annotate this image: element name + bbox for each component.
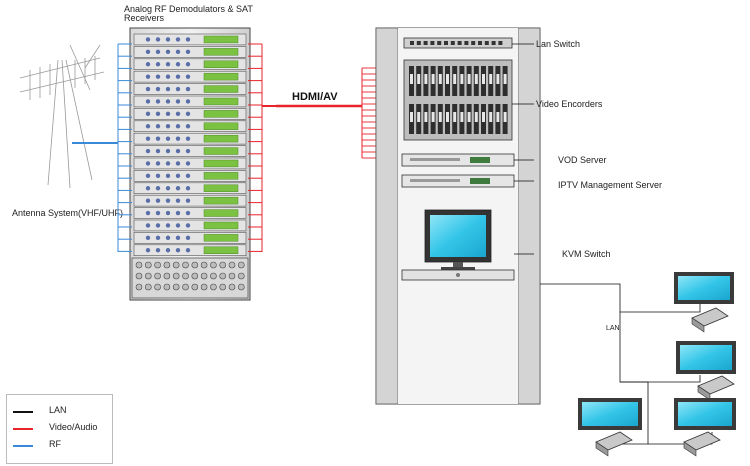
- video-output-lines: [248, 43, 276, 252]
- demodulator-module: [133, 219, 247, 232]
- lan-switch[interactable]: [403, 37, 513, 49]
- demodulator-module: [133, 83, 247, 95]
- demodulator-module: [133, 145, 247, 157]
- demodulator-modules: [133, 33, 247, 257]
- tv-icon[interactable]: [676, 341, 736, 374]
- demodulator-module: [133, 232, 247, 244]
- demodulator-module: [133, 244, 247, 257]
- legend-swatch-lan: [13, 411, 33, 413]
- set-top-box-icon[interactable]: [691, 307, 729, 333]
- demod-title-line1: Analog RF Demodulators & SAT: [124, 4, 253, 14]
- lan-switch-label: Lan Switch: [536, 39, 580, 49]
- demodulator-module: [133, 157, 247, 170]
- video-encoders[interactable]: [403, 59, 513, 141]
- demodulator-module: [133, 132, 247, 145]
- demodulator-module: [133, 170, 247, 182]
- legend-swatch-video: [13, 428, 33, 430]
- encoder-input-fan: [361, 67, 376, 159]
- demodulator-module: [133, 70, 247, 83]
- legend-label: LAN: [49, 405, 67, 415]
- video-encoders-label: Video Encorders: [536, 99, 603, 109]
- demodulator-module: [133, 207, 247, 219]
- demodulator-module: [133, 194, 247, 207]
- hdmi-av-label: HDMI/AV: [292, 91, 338, 103]
- demodulator-module: [133, 33, 247, 46]
- rack-base-connectors: [135, 261, 245, 291]
- legend-swatch-rf: [13, 445, 33, 447]
- kvm-switch-label: KVM Switch: [562, 249, 611, 259]
- tv-icon[interactable]: [674, 272, 734, 304]
- kvm-switch[interactable]: [401, 269, 515, 281]
- set-top-box-icon[interactable]: [683, 431, 721, 457]
- demodulator-module: [133, 120, 247, 133]
- tv-icon[interactable]: [674, 398, 736, 430]
- legend-label: RF: [49, 439, 61, 449]
- legend: LAN Video/Audio RF: [6, 394, 113, 464]
- vod-server[interactable]: [401, 153, 515, 167]
- main-rack-right-rail: [517, 27, 541, 405]
- iptv-server-label: IPTV Management Server: [558, 180, 662, 190]
- tv-icon[interactable]: [578, 398, 642, 430]
- kvm-monitor[interactable]: [424, 209, 492, 270]
- demodulator-module: [133, 58, 247, 70]
- antenna-icon: [19, 44, 105, 189]
- demodulator-module: [133, 182, 247, 195]
- vod-server-label: VOD Server: [558, 155, 607, 165]
- set-top-box-icon[interactable]: [595, 431, 633, 457]
- antenna-label: Antenna System(VHF/UHF): [12, 208, 123, 218]
- lan-line-label: LAN: [606, 325, 620, 332]
- set-top-box-icon[interactable]: [697, 375, 735, 401]
- legend-label: Video/Audio: [49, 422, 98, 432]
- iptv-management-server[interactable]: [401, 174, 515, 188]
- demod-title-line2: Receivers: [124, 13, 165, 23]
- rf-input-lines: [117, 43, 132, 252]
- demodulator-module: [133, 46, 247, 58]
- demodulator-module: [133, 95, 247, 108]
- main-rack-left-rail: [375, 27, 399, 405]
- demodulator-module: [133, 108, 247, 120]
